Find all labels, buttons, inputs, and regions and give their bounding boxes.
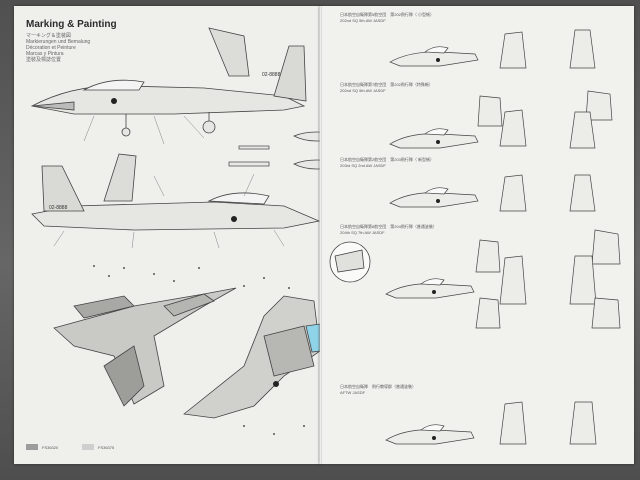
svg-text:02-8888: 02-8888: [49, 205, 68, 211]
variant-caption-en-1: 202nd SQ 5th AW JASDF: [340, 18, 386, 23]
variant-caption-ja-3: 日本航空自衛隊第2航空団 第203飛行隊（ 新型帳）: [340, 157, 435, 162]
detail-magnifier: [329, 241, 371, 283]
variant-caption-en-5: AFTW JASDF: [340, 390, 366, 395]
legend-code-light: FS36375: [98, 445, 115, 450]
callout-markers-left: [93, 265, 305, 435]
variant-drawing-5: [385, 401, 597, 445]
legend-swatch-dark: [26, 444, 38, 450]
variant-drawing-1: [389, 29, 596, 69]
subtitle-fr: Décoration et Peinture: [26, 45, 76, 51]
variant-caption-ja-4: 日本航空自衛隊第8航空団 第204飛行隊（普通塗裝）: [340, 224, 437, 229]
left-page: Marking & Painting マーキング＆塗装図 Markierunge…: [14, 6, 321, 464]
right-page: 日本航空自衛隊第5航空団 第202飛行隊（ 小型帳） 202nd SQ 5th …: [320, 6, 634, 464]
legend-code-dark: FS36320: [42, 445, 59, 450]
variant-row-5: 日本航空自衛隊 飛行教導群（普通塗裝） AFTW JASDF: [320, 378, 634, 464]
variant-row-2: 日本航空自衛隊第7航空団 第202飛行隊（特殊帳） 202nd SQ 5th A…: [320, 76, 634, 156]
subtitle-es: Marcas y Pintura: [26, 51, 64, 57]
svg-text:02-8888: 02-8888: [262, 72, 281, 78]
aircraft-diagrams-right: [329, 241, 371, 283]
leader-lines-left: [53, 115, 285, 249]
variant-row-1: 日本航空自衛隊第5航空団 第202飛行隊（ 小型帳） 202nd SQ 5th …: [320, 6, 634, 86]
detail-parts-1: [228, 131, 320, 170]
variant-row-4: 日本航空自衛隊第8航空団 第204飛行隊（普通塗裝） 204th SQ 7th …: [320, 218, 634, 329]
variant-caption-en-4: 204th SQ 7th AW JASDF: [340, 230, 385, 235]
variant-drawing-3: [389, 174, 596, 212]
legend-swatch-light: [82, 444, 94, 450]
variant-caption-en-3: 203rd SQ 2nd AW JASDF: [340, 163, 386, 168]
subtitle-de: Markierungen und Bemalung: [26, 39, 91, 45]
subtitle-zh: 塗裝及標誌位置: [26, 57, 62, 63]
variant-row-3: 日本航空自衛隊第2航空団 第203飛行隊（ 新型帳） 203rd SQ 2nd …: [320, 151, 634, 226]
side-view-aircraft-1: 02-8888: [30, 27, 307, 137]
variant-caption-ja-2: 日本航空自衛隊第7航空団 第202飛行隊（特殊帳）: [340, 82, 433, 87]
side-view-aircraft-2: 02-8888: [31, 153, 320, 231]
top-view-aircraft-2: [183, 295, 320, 419]
marking-painting-title: Marking & Painting: [26, 19, 117, 30]
variant-drawing-4: [385, 229, 621, 329]
variant-caption-ja-5: 日本航空自衛隊 飛行教導群（普通塗裝）: [340, 384, 416, 389]
variant-caption-ja-1: 日本航空自衛隊第5航空団 第202飛行隊（ 小型帳）: [340, 12, 435, 17]
variant-drawing-2: [389, 90, 613, 149]
center-fold: [318, 6, 322, 464]
variant-caption-en-2: 202nd SQ 5th AW JASDF: [340, 88, 386, 93]
aircraft-diagrams-left: 02-8888 02-8888: [30, 27, 320, 435]
subtitle-ja: マーキング＆塗装図: [26, 33, 71, 39]
top-view-aircraft-1: [53, 287, 237, 407]
